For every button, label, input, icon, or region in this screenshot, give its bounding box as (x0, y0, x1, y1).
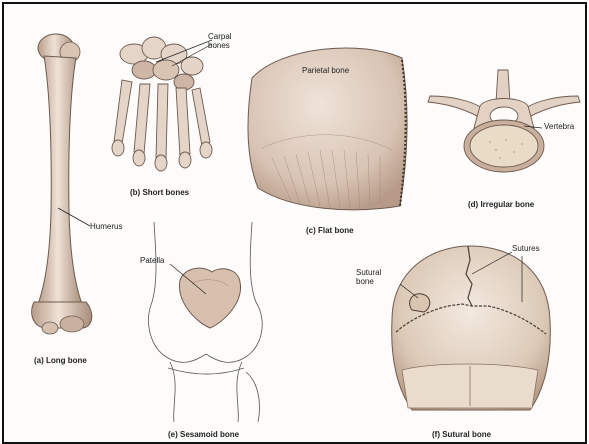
humerus-illustration (24, 32, 104, 342)
short-bones-caption: (b) Short bones (130, 188, 189, 197)
parietal-bone-label: Parietal bone (302, 66, 349, 75)
flat-bone-caption: (c) Flat bone (306, 226, 354, 235)
humerus-label: Humerus (90, 222, 122, 231)
irregular-bone-caption: (d) Irregular bone (468, 200, 534, 209)
carpal-bones-illustration (94, 24, 224, 184)
sutures-label: Sutures (512, 244, 540, 253)
irregular-bone-panel: Vertebra (424, 66, 584, 186)
patella-illustration (134, 222, 294, 422)
sutural-bone-panel: Sutural bone Sutures (372, 240, 562, 430)
vertebra-label: Vertebra (544, 122, 574, 131)
long-bone-caption: (a) Long bone (34, 356, 87, 365)
parietal-bone-illustration (242, 38, 412, 218)
patella-label: Patella (140, 256, 164, 265)
flat-bone-panel: Parietal bone (242, 38, 412, 218)
short-bones-panel: Carpal bones (94, 24, 224, 184)
sutural-bone-label: Sutural bone (356, 268, 381, 286)
carpal-bones-label: Carpal bones (208, 32, 232, 50)
sesamoid-bone-panel: Patella (134, 222, 294, 422)
sesamoid-bone-caption: (e) Sesamoid bone (168, 430, 239, 439)
long-bone-panel: Humerus (24, 32, 104, 342)
skull-illustration (372, 240, 562, 430)
sutural-bone-caption: (f) Sutural bone (432, 430, 491, 439)
